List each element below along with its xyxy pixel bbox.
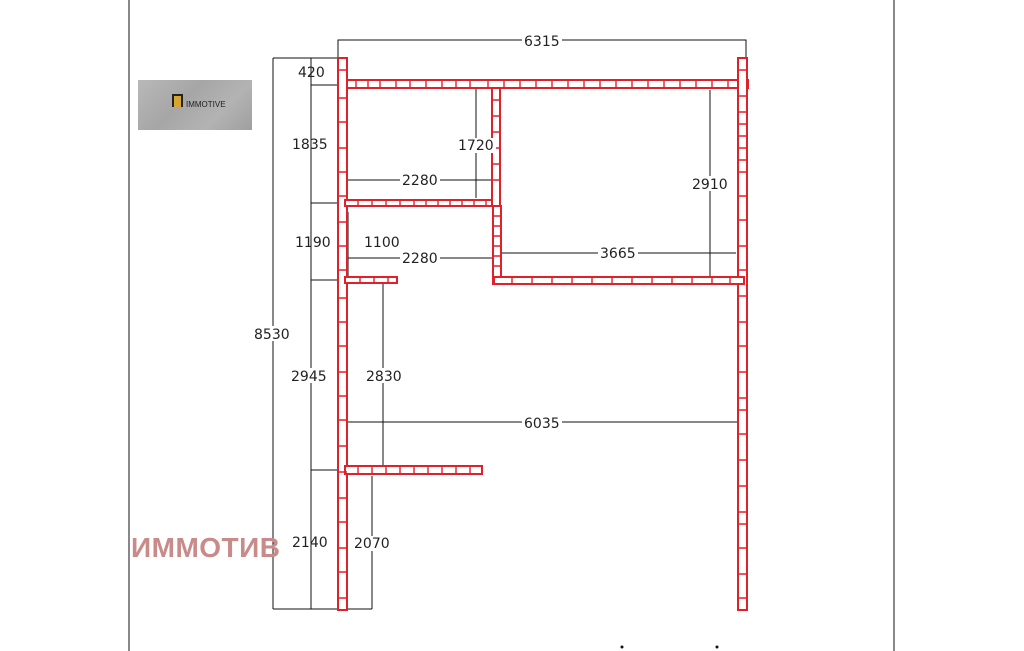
dim-corridor-width: 2280 (402, 251, 438, 267)
dot-mark (620, 645, 624, 649)
logo-building-icon (172, 94, 183, 107)
dim-bottom-left: 2140 (292, 535, 328, 551)
dim-top-wall: 420 (298, 65, 325, 81)
dim-right-room-height: 2910 (692, 177, 728, 193)
dot-mark (715, 645, 719, 649)
dim-bottom-inner: 2070 (354, 536, 390, 552)
dim-hall-inner: 2830 (366, 369, 402, 385)
dim-inner-upper-room: 1720 (458, 138, 494, 154)
wall-top (339, 79, 749, 89)
walls (337, 57, 749, 611)
dim-corridor-niche: 1100 (364, 235, 400, 251)
dim-hall-left: 2945 (291, 369, 327, 385)
dim-hall-width: 6035 (524, 416, 560, 432)
wall-left (337, 57, 348, 611)
dim-corridor-left: 1190 (295, 235, 331, 251)
dim-overall-height: 8530 (254, 327, 290, 343)
wall-right (737, 57, 748, 611)
wall-hatching (338, 69, 747, 599)
logo-text: IMMOTIVE (186, 100, 226, 109)
dimension-labels: 6315 420 1835 1720 2280 2910 1190 1100 2… (252, 33, 730, 552)
dim-right-room-width: 3665 (600, 246, 636, 262)
dim-upper-room-width: 2280 (402, 173, 438, 189)
dim-overall-width: 6315 (524, 34, 560, 50)
dim-left-upper-room: 1835 (292, 137, 328, 153)
wall-right-room-bottom (493, 276, 745, 285)
wall-niche (344, 276, 398, 284)
company-logo: IMMOTIVE (138, 80, 252, 130)
watermark-text: ИММОТИВ (131, 532, 281, 563)
wall-right-room-left (492, 205, 502, 285)
